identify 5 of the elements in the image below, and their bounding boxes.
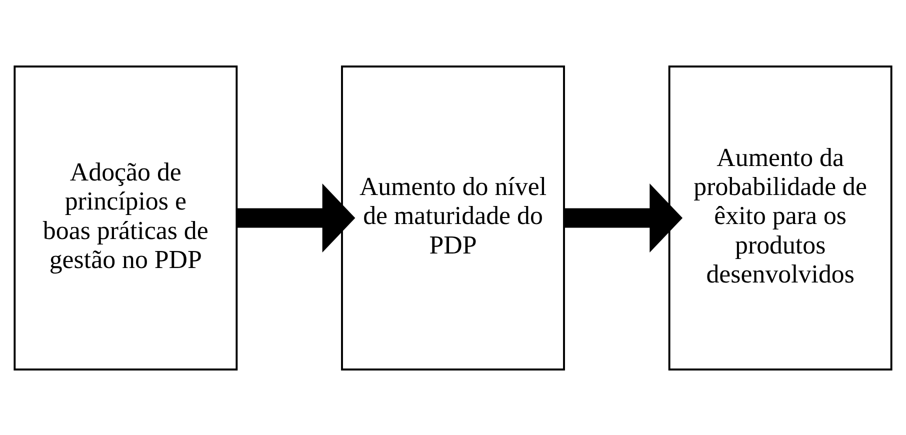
node-box: Aumento do nível de maturidade do PDP (341, 65, 565, 370)
arrow (237, 182, 356, 252)
node-box: Adoção de princípios e boas práticas de gestão no PDP (14, 65, 238, 370)
arrow (564, 182, 683, 252)
node-box: Aumento da probabilidade de êxito para os produtos desenvolvidos (668, 65, 892, 370)
